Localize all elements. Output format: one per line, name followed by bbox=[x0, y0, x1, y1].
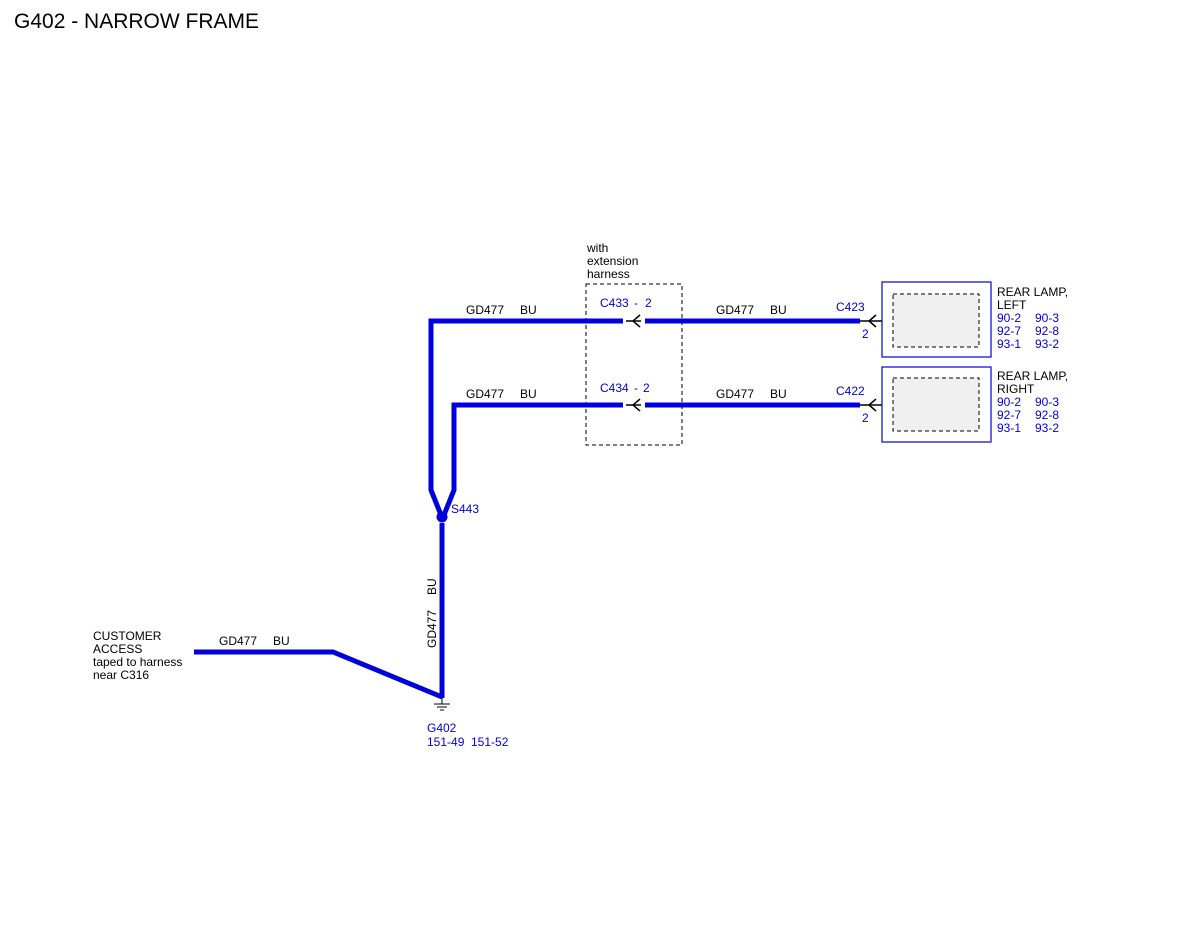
page-title: G402 - NARROW FRAME bbox=[14, 10, 260, 33]
rear-lamp-right-inner bbox=[892, 377, 980, 432]
wire-customer-circuit: GD477 bbox=[219, 634, 257, 648]
connector-c423-pin: 2 bbox=[862, 327, 869, 341]
rear-lamp-right-ref-3a: 93-1 bbox=[997, 421, 1021, 435]
wire-upper-left-circuit: GD477 bbox=[466, 303, 504, 317]
connector-c433-name: C433 bbox=[600, 296, 629, 310]
rear-lamp-left-label-2: LEFT bbox=[997, 298, 1027, 312]
connector-c433-pin: 2 bbox=[645, 296, 652, 310]
connector-c422-name: C422 bbox=[836, 384, 865, 398]
wire-vertical-color: BU bbox=[425, 578, 439, 595]
connector-c434-dash: - bbox=[634, 381, 638, 395]
rear-lamp-right-label-2: RIGHT bbox=[997, 382, 1035, 396]
rear-lamp-left-label-1: REAR LAMP, bbox=[997, 285, 1068, 299]
rear-lamp-right-label-1: REAR LAMP, bbox=[997, 369, 1068, 383]
rear-lamp-left-ref-1a: 90-2 bbox=[997, 311, 1021, 325]
ground-ref-2: 151-52 bbox=[471, 735, 509, 749]
extension-harness-label-line-3: harness bbox=[587, 267, 630, 281]
rear-lamp-right-ref-2b: 92-8 bbox=[1035, 408, 1059, 422]
wire-upper-right-color: BU bbox=[770, 303, 787, 317]
splice-s443-label: S443 bbox=[451, 502, 479, 516]
connector-c422-pin: 2 bbox=[862, 411, 869, 425]
wire-upper-right-circuit: GD477 bbox=[716, 303, 754, 317]
wire-lower-right-color: BU bbox=[770, 387, 787, 401]
wire-lower-left-circuit: GD477 bbox=[466, 387, 504, 401]
wire-customer-access bbox=[194, 649, 443, 700]
rear-lamp-left-ref-3a: 93-1 bbox=[997, 337, 1021, 351]
rear-lamp-right-ref-2a: 92-7 bbox=[997, 408, 1021, 422]
rear-lamp-right-ref-3b: 93-2 bbox=[1035, 421, 1059, 435]
rear-lamp-left-ref-2b: 92-8 bbox=[1035, 324, 1059, 338]
wire-upper-left bbox=[428, 318, 623, 516]
wire-customer-color: BU bbox=[273, 634, 290, 648]
wire-vertical-circuit: GD477 bbox=[425, 610, 439, 648]
extension-harness-label-line-2: extension bbox=[587, 254, 638, 268]
rear-lamp-left-ref-1b: 90-3 bbox=[1035, 311, 1059, 325]
wire-lower-left-color: BU bbox=[520, 387, 537, 401]
rear-lamp-left-inner bbox=[892, 293, 980, 348]
connector-c433-dash: - bbox=[634, 296, 638, 310]
ground-g402-label: G402 bbox=[427, 721, 457, 735]
wire-lower-left bbox=[441, 402, 623, 516]
extension-harness-label-line-1: with bbox=[586, 241, 608, 255]
customer-access-label-1: CUSTOMER bbox=[93, 629, 162, 643]
connector-c434-name: C434 bbox=[600, 381, 629, 395]
rear-lamp-right-ref-1a: 90-2 bbox=[997, 395, 1021, 409]
connector-c434-pin: 2 bbox=[643, 381, 650, 395]
ground-ref-1: 151-49 bbox=[427, 735, 465, 749]
connector-c423-name: C423 bbox=[836, 300, 865, 314]
rear-lamp-left-ref-2a: 92-7 bbox=[997, 324, 1021, 338]
splice-s443-dot bbox=[436, 511, 448, 523]
extension-harness-box bbox=[585, 283, 683, 446]
rear-lamp-right-ref-1b: 90-3 bbox=[1035, 395, 1059, 409]
customer-access-label-4: near C316 bbox=[93, 668, 149, 682]
wire-upper-left-color: BU bbox=[520, 303, 537, 317]
customer-access-label-2: ACCESS bbox=[93, 642, 142, 656]
wire-lower-right-circuit: GD477 bbox=[716, 387, 754, 401]
customer-access-label-3: taped to harness bbox=[93, 655, 182, 669]
rear-lamp-left-ref-3b: 93-2 bbox=[1035, 337, 1059, 351]
